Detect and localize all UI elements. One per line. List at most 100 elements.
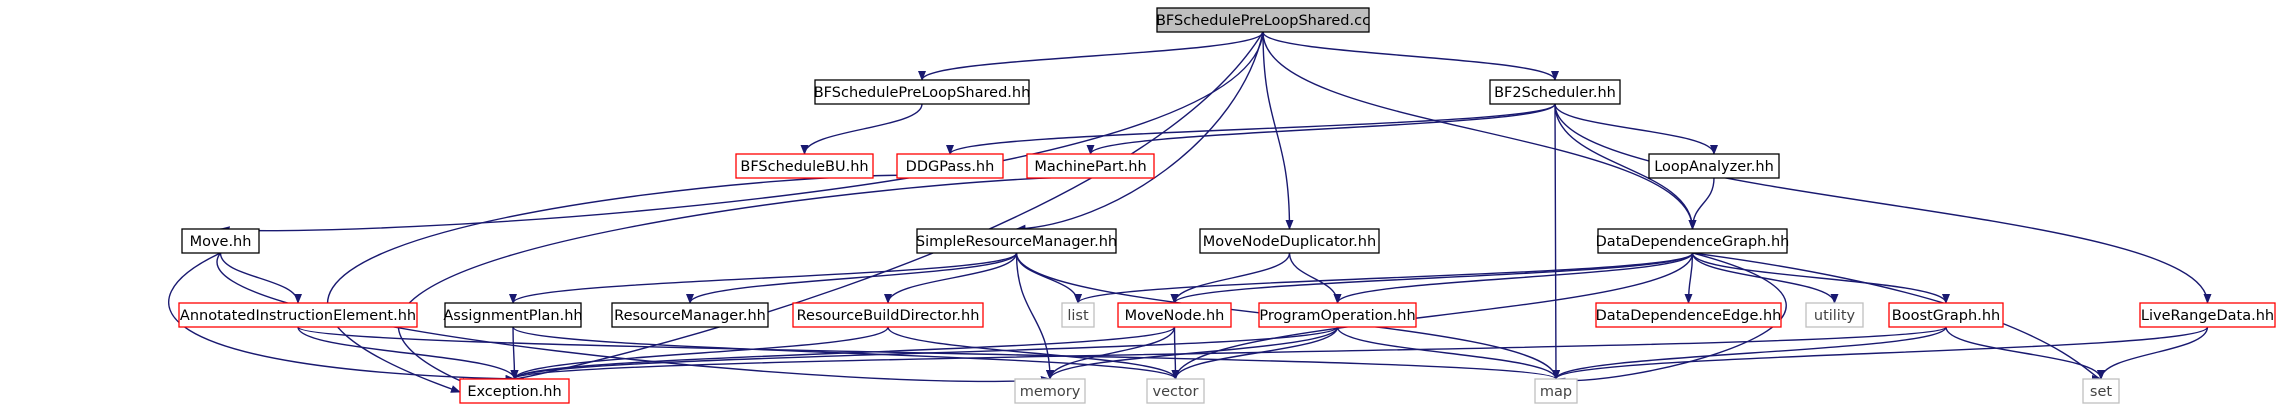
node-box [735, 153, 874, 179]
edge-movenode-to-vector [1171, 326, 1180, 380]
node-box [1805, 302, 1864, 328]
node-box [1648, 153, 1780, 179]
node-box [1146, 378, 1205, 404]
edge-ddg-to-list [1074, 252, 1694, 304]
edge-boostg-to-set [1945, 326, 2105, 380]
graph-node-boostg[interactable]: BoostGraph.hh [1888, 302, 2004, 328]
node-box [916, 228, 1117, 254]
edge-root-to-bfsplsh [918, 31, 1264, 81]
node-label: map [1540, 384, 1572, 400]
edge-machinepart-to-exc [397, 176, 1091, 386]
graph-node-ddgpass[interactable]: DDGPass.hh [896, 153, 1004, 179]
edge-lrd-to-set [2097, 326, 2209, 380]
node-box [1117, 302, 1232, 328]
edge-ddg-to-movenode [1170, 252, 1694, 304]
graph-node-lrd[interactable]: LiveRangeData.hh [2139, 302, 2276, 328]
node-box [1534, 378, 1578, 404]
edge-bf2s-to-loopan [1554, 103, 1718, 155]
edge-root-to-exc [513, 31, 1264, 385]
edge-movehh-to-aie [219, 252, 302, 304]
graph-node-bfsplsh[interactable]: BFSchedulePreLoopShared.hh [814, 79, 1031, 105]
node-label: LiveRangeData.hh [2141, 308, 2274, 324]
edge-movehh-to-exc [168, 252, 516, 383]
edge-aie-to-exc [297, 326, 519, 380]
node-box [181, 228, 260, 254]
edge-rbd-to-vector [887, 326, 1180, 380]
node-label: AnnotatedInstructionElement.hh [180, 308, 416, 324]
edge-loopan-to-ddg [1688, 177, 1715, 230]
node-label: DataDependenceEdge.hh [1596, 308, 1782, 324]
edge-boostg-to-exc [511, 326, 1947, 380]
graph-node-movehh[interactable]: Move.hh [181, 228, 260, 254]
node-label: MoveNode.hh [1125, 308, 1225, 324]
graph-node-bfsbu[interactable]: BFScheduleBU.hh [735, 153, 874, 179]
edge-mnd-to-movenode [1170, 252, 1291, 304]
graph-node-aie[interactable]: AnnotatedInstructionElement.hh [178, 302, 418, 328]
edge-root-to-movehh [219, 31, 1264, 235]
node-box [1199, 228, 1380, 254]
graph-node-rbd[interactable]: ResourceBuildDirector.hh [792, 302, 984, 328]
node-box [178, 302, 418, 328]
graph-node-set: set [2082, 378, 2120, 404]
node-label: ResourceBuildDirector.hh [797, 308, 980, 324]
edge-mnd-to-progop [1288, 252, 1342, 304]
node-label: list [1067, 308, 1089, 324]
graph-node-machinepart[interactable]: MachinePart.hh [1026, 153, 1155, 179]
edge-ddg-to-vector [1171, 252, 1694, 380]
edge-movenode-to-exc [510, 326, 1176, 380]
edge-ddg-to-set [1692, 252, 2102, 383]
edge-ap-to-exc [510, 326, 519, 380]
graph-node-progop[interactable]: ProgramOperation.hh [1258, 302, 1417, 328]
graph-node-ddg[interactable]: DataDependenceGraph.hh [1596, 228, 1790, 254]
node-label: MachinePart.hh [1034, 159, 1146, 175]
node-box [444, 302, 582, 328]
graph-node-bf2s[interactable]: BF2Scheduler.hh [1489, 79, 1621, 105]
graph-node-map: map [1534, 378, 1578, 404]
graph-node-root[interactable]: BFSchedulePreLoopShared.cc [1156, 7, 1370, 33]
edge-root-to-mnd [1262, 31, 1294, 230]
edge-bf2s-to-map [1551, 103, 1560, 380]
node-label: memory [1020, 384, 1081, 400]
edge-ddg-to-progop [1333, 252, 1694, 304]
node-label: MoveNodeDuplicator.hh [1203, 234, 1376, 250]
graph-node-utility: utility [1805, 302, 1864, 328]
edge-root-to-ddg [1262, 31, 1697, 230]
node-box [792, 302, 984, 328]
graph-node-ap[interactable]: AssignmentPlan.hh [443, 302, 583, 328]
edge-lrd-to-map [1552, 326, 2209, 380]
node-label: ProgramOperation.hh [1259, 308, 1415, 324]
graph-node-exc[interactable]: Exception.hh [459, 378, 570, 404]
node-label: ResourceManager.hh [614, 308, 766, 324]
edge-srm-to-list [1015, 252, 1082, 304]
node-label: AssignmentPlan.hh [443, 308, 582, 324]
node-box [1026, 153, 1155, 179]
node-box [896, 153, 1004, 179]
node-label: utility [1814, 308, 1856, 324]
graph-node-rm[interactable]: ResourceManager.hh [611, 302, 769, 328]
edge-bf2s-to-ddg [1554, 103, 1697, 230]
graph-node-loopan[interactable]: LoopAnalyzer.hh [1648, 153, 1780, 179]
graph-node-mnd[interactable]: MoveNodeDuplicator.hh [1199, 228, 1380, 254]
node-label: Move.hh [190, 234, 252, 250]
node-box [459, 378, 570, 404]
node-box [1061, 302, 1095, 328]
graph-node-vector: vector [1146, 378, 1205, 404]
graph-node-list: list [1061, 302, 1095, 328]
edge-root-to-bf2s [1262, 31, 1559, 81]
node-label: LoopAnalyzer.hh [1654, 159, 1774, 175]
node-label: BFSchedulePreLoopShared.hh [814, 85, 1031, 101]
node-box [1595, 302, 1782, 328]
node-label: BFSchedulePreLoopShared.cc [1156, 13, 1370, 29]
node-label: BoostGraph.hh [1892, 308, 2000, 324]
node-box [1489, 79, 1621, 105]
node-box [2082, 378, 2120, 404]
edge-movenode-to-memory [1046, 326, 1176, 380]
node-label: DDGPass.hh [906, 159, 995, 175]
node-box [2139, 302, 2276, 328]
graph-node-dde[interactable]: DataDependenceEdge.hh [1595, 302, 1782, 328]
node-label: SimpleResourceManager.hh [916, 234, 1117, 250]
node-box [1156, 7, 1370, 33]
graph-node-movenode[interactable]: MoveNode.hh [1117, 302, 1232, 328]
graph-node-srm[interactable]: SimpleResourceManager.hh [916, 228, 1117, 254]
